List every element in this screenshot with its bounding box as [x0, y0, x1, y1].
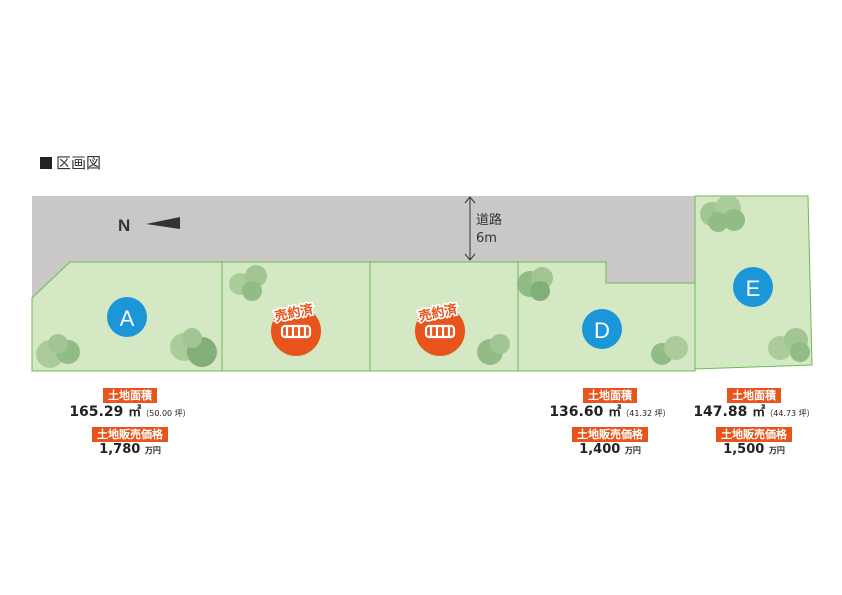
tree-icon — [36, 334, 80, 368]
area-label: 土地面積 — [583, 388, 637, 403]
tree-icon — [700, 195, 745, 232]
sold-badge-b: 売約済 — [271, 299, 321, 356]
tree-icon — [517, 267, 553, 301]
price-label: 土地販売価格 — [92, 427, 168, 442]
road-width-label: 6m — [476, 231, 497, 246]
area-value: 136.60 ㎡（41.32 坪） — [549, 404, 671, 420]
price-label: 土地販売価格 — [572, 427, 648, 442]
area-value: 165.29 ㎡（50.00 坪） — [69, 404, 191, 420]
lot-label-e: E — [746, 276, 761, 301]
area-value: 147.88 ㎡（44.73 坪） — [693, 404, 815, 420]
lot-badge-e: E — [733, 267, 773, 307]
square-icon — [40, 157, 52, 169]
lot-d-info: 土地面積 136.60 ㎡（41.32 坪） 土地販売価格 1,400 万円 — [540, 384, 680, 459]
tree-icon — [768, 328, 810, 362]
lot-e-info: 土地面積 147.88 ㎡（44.73 坪） 土地販売価格 1,500 万円 — [684, 384, 824, 459]
lot-badge-a: A — [107, 297, 147, 337]
price-value: 1,400 万円 — [579, 442, 641, 457]
north-label: N — [118, 216, 130, 235]
price-value: 1,500 万円 — [723, 442, 785, 457]
lot-badge-d: D — [582, 309, 622, 349]
tree-icon — [651, 336, 688, 365]
tree-icon — [229, 265, 267, 301]
area-label: 土地面積 — [727, 388, 781, 403]
section-title: 区画図 — [40, 152, 101, 173]
lot-label-a: A — [120, 306, 135, 331]
handshake-icon — [424, 324, 456, 339]
price-label: 土地販売価格 — [716, 427, 792, 442]
north-arrow-icon — [146, 217, 180, 229]
road — [32, 196, 695, 298]
price-value: 1,780 万円 — [99, 442, 161, 457]
handshake-icon — [280, 324, 312, 339]
tree-icon — [477, 334, 510, 365]
road-width-dimension — [464, 196, 476, 261]
lot-a-info: 土地面積 165.29 ㎡（50.00 坪） 土地販売価格 1,780 万円 — [60, 384, 200, 459]
tree-icon — [170, 328, 217, 367]
area-label: 土地面積 — [103, 388, 157, 403]
lot-label-d: D — [594, 318, 610, 343]
road-label: 道路 — [476, 212, 502, 228]
